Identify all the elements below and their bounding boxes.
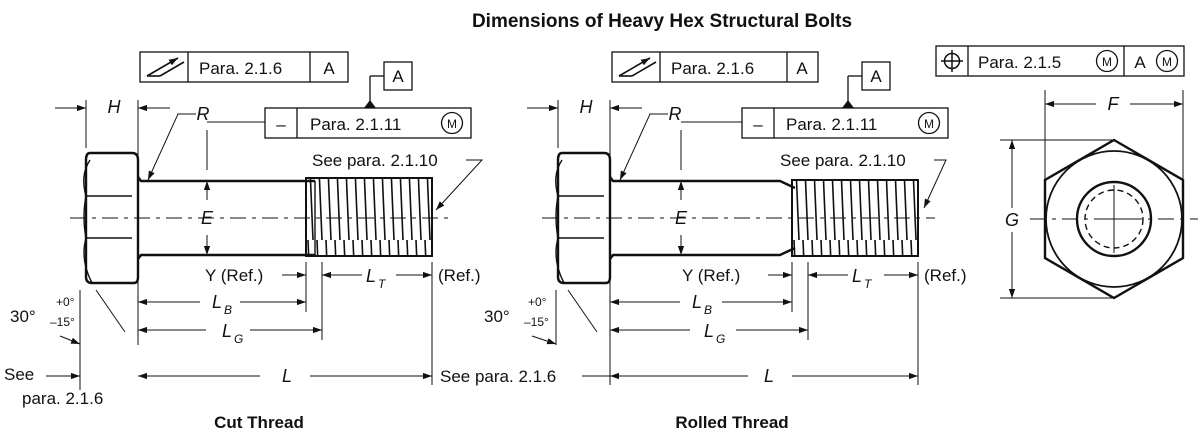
position-mod1: M — [1102, 55, 1112, 69]
cut-label-h: H — [108, 97, 122, 117]
hex-end-view — [1000, 90, 1198, 300]
rolled-runout-datum: A — [796, 59, 808, 78]
cut-tol-minus: –15° — [50, 315, 75, 329]
rolled-straightness-frame: – Para. 2.1.11 M — [741, 107, 949, 139]
rolled-runout-frame: Para. 2.1.6 A — [611, 51, 819, 83]
position-icon — [941, 50, 963, 72]
cut-label-l: L — [282, 366, 292, 386]
cut-runout-datum: A — [323, 59, 335, 78]
rolled-tol-minus: –15° — [524, 315, 549, 329]
rolled-runout-para: Para. 2.1.6 — [671, 59, 754, 78]
rolled-tol-plus: +0° — [528, 295, 547, 309]
cut-see-216: See para. 2.1.6 — [440, 367, 556, 386]
rolled-label-y-ref: Y (Ref.) — [682, 266, 740, 285]
straightness-icon: – — [753, 115, 763, 134]
cut-mmc: M — [447, 117, 457, 131]
cut-datum-a-label: A — [392, 67, 404, 86]
rolled-label-e: E — [675, 208, 688, 228]
cut-label-lt: L — [366, 266, 376, 286]
rolled-label-l: L — [764, 366, 774, 386]
cut-label-lt-sub: T — [378, 277, 387, 291]
cut-label-e: E — [201, 208, 214, 228]
cut-see-line2: para. 2.1.6 — [22, 389, 103, 408]
rolled-label-lt-sub: T — [864, 277, 873, 291]
rolled-see-2110: See para. 2.1.10 — [780, 151, 906, 170]
cut-runout-para: Para. 2.1.6 — [199, 59, 282, 78]
rolled-straight-para: Para. 2.1.11 — [786, 115, 877, 134]
cut-bolt-thread — [305, 177, 433, 257]
runout-icon — [146, 57, 185, 77]
cut-bolt-head — [83, 151, 140, 285]
cut-straightness-frame: – Para. 2.1.11 M — [264, 107, 472, 139]
rolled-label-lt: L — [852, 266, 862, 286]
cut-runout-frame: Para. 2.1.6 A — [139, 51, 349, 83]
rolled-label-lg: L — [704, 321, 714, 341]
rolled-label-lb: L — [692, 292, 702, 312]
runout-icon — [618, 57, 657, 77]
rolled-thread-view — [527, 100, 947, 385]
rolled-datum-a: A — [842, 61, 891, 108]
cut-label-lg-sub: G — [234, 332, 243, 346]
mmc-circle-icon — [440, 111, 464, 135]
hex-label-f: F — [1108, 94, 1120, 114]
cut-label-r: R — [197, 104, 210, 124]
cut-tol-plus: +0° — [56, 295, 75, 309]
rolled-bolt-head — [555, 151, 612, 285]
cut-label-lb: L — [212, 292, 222, 312]
cut-label-lg: L — [222, 321, 232, 341]
straightness-icon: – — [276, 115, 286, 134]
cut-label-lb-sub: B — [224, 303, 232, 317]
mmc-circle-icon — [1155, 49, 1179, 73]
rolled-label-lb-sub: B — [704, 303, 712, 317]
cut-bolt-shank — [137, 176, 316, 260]
rolled-datum-a-label: A — [870, 67, 882, 86]
rolled-mmc: M — [924, 117, 934, 131]
cut-label-y-ref: Y (Ref.) — [205, 266, 263, 285]
hex-label-g: G — [1005, 210, 1019, 230]
diagram-title: Dimensions of Heavy Hex Structural Bolts — [472, 11, 852, 32]
cut-angle: 30° — [10, 307, 36, 326]
mmc-circle-icon — [917, 111, 941, 135]
cut-see-2110: See para. 2.1.10 — [312, 151, 438, 170]
rolled-label-ref: (Ref.) — [924, 266, 967, 285]
rolled-label-lg-sub: G — [716, 332, 725, 346]
cut-thread-caption: Cut Thread — [214, 413, 304, 432]
rolled-angle: 30° — [484, 307, 510, 326]
cut-datum-a: A — [364, 61, 413, 108]
mmc-circle-icon — [1095, 49, 1119, 73]
position-mod2: M — [1162, 55, 1172, 69]
rolled-label-h: H — [580, 97, 594, 117]
cut-see-line1: See — [4, 365, 34, 384]
cut-thread-view — [46, 100, 484, 390]
cut-straight-para: Para. 2.1.11 — [310, 115, 401, 134]
cut-label-ref: (Ref.) — [438, 266, 481, 285]
position-frame: Para. 2.1.5 M A M — [935, 45, 1185, 77]
rolled-label-r: R — [669, 104, 682, 124]
rolled-thread-caption: Rolled Thread — [675, 413, 788, 432]
rolled-bolt-shank — [609, 176, 796, 260]
position-para: Para. 2.1.5 — [978, 53, 1061, 72]
position-datum: A — [1134, 53, 1146, 72]
